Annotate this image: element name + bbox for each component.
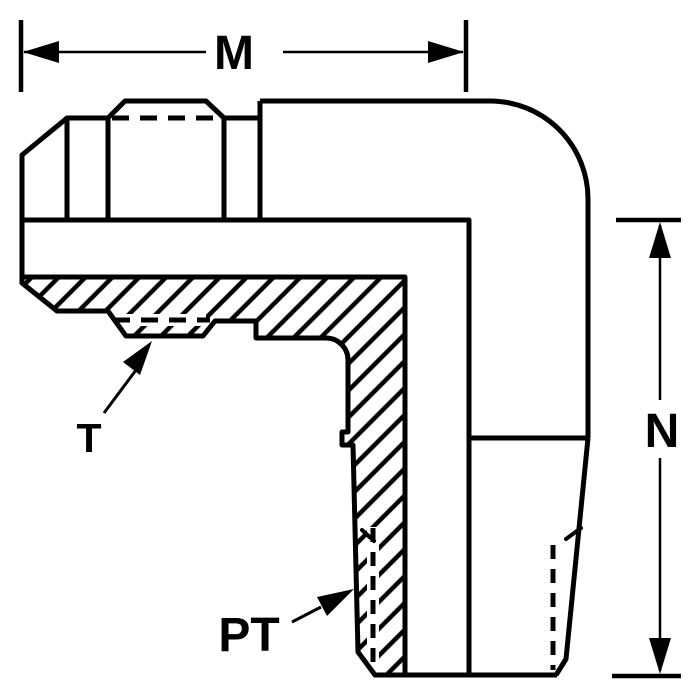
- callout-pt-label: PT: [218, 609, 279, 662]
- dim-m-label: M: [214, 27, 254, 80]
- thread-runout-tick-left: [360, 528, 376, 543]
- dim-m-arrow-left: [23, 41, 59, 63]
- dimension-n: N: [612, 217, 681, 679]
- hidden-lines: [112, 115, 556, 672]
- dimension-m: M: [18, 20, 469, 92]
- section-cut-region-border: [19, 274, 408, 678]
- callout-t: T: [76, 341, 152, 461]
- dim-n-arrow-down: [649, 638, 671, 674]
- callout-pt: PT: [218, 589, 354, 662]
- callout-t-arrowhead: [123, 341, 152, 375]
- callout-t-leader: [102, 365, 141, 414]
- bore-centerline-corner: [22, 217, 472, 675]
- dim-n-arrow-up: [649, 222, 671, 258]
- dim-m-arrow-right: [428, 41, 464, 63]
- body-top-and-elbow-bend: [260, 98, 591, 438]
- section-hatch: [22, 277, 405, 675]
- callout-t-label: T: [76, 415, 101, 461]
- callout-pt-arrowhead: [317, 589, 354, 616]
- dim-n-label: N: [645, 405, 680, 458]
- section-cut-region-fill: [22, 277, 405, 675]
- flare-and-hex-profile: [19, 98, 260, 284]
- pipe-thread-taper-right: [553, 437, 591, 677]
- callout-pt-leader: [291, 605, 322, 624]
- fitting-outline: [19, 98, 591, 678]
- thread-runout-tick-right: [564, 526, 583, 541]
